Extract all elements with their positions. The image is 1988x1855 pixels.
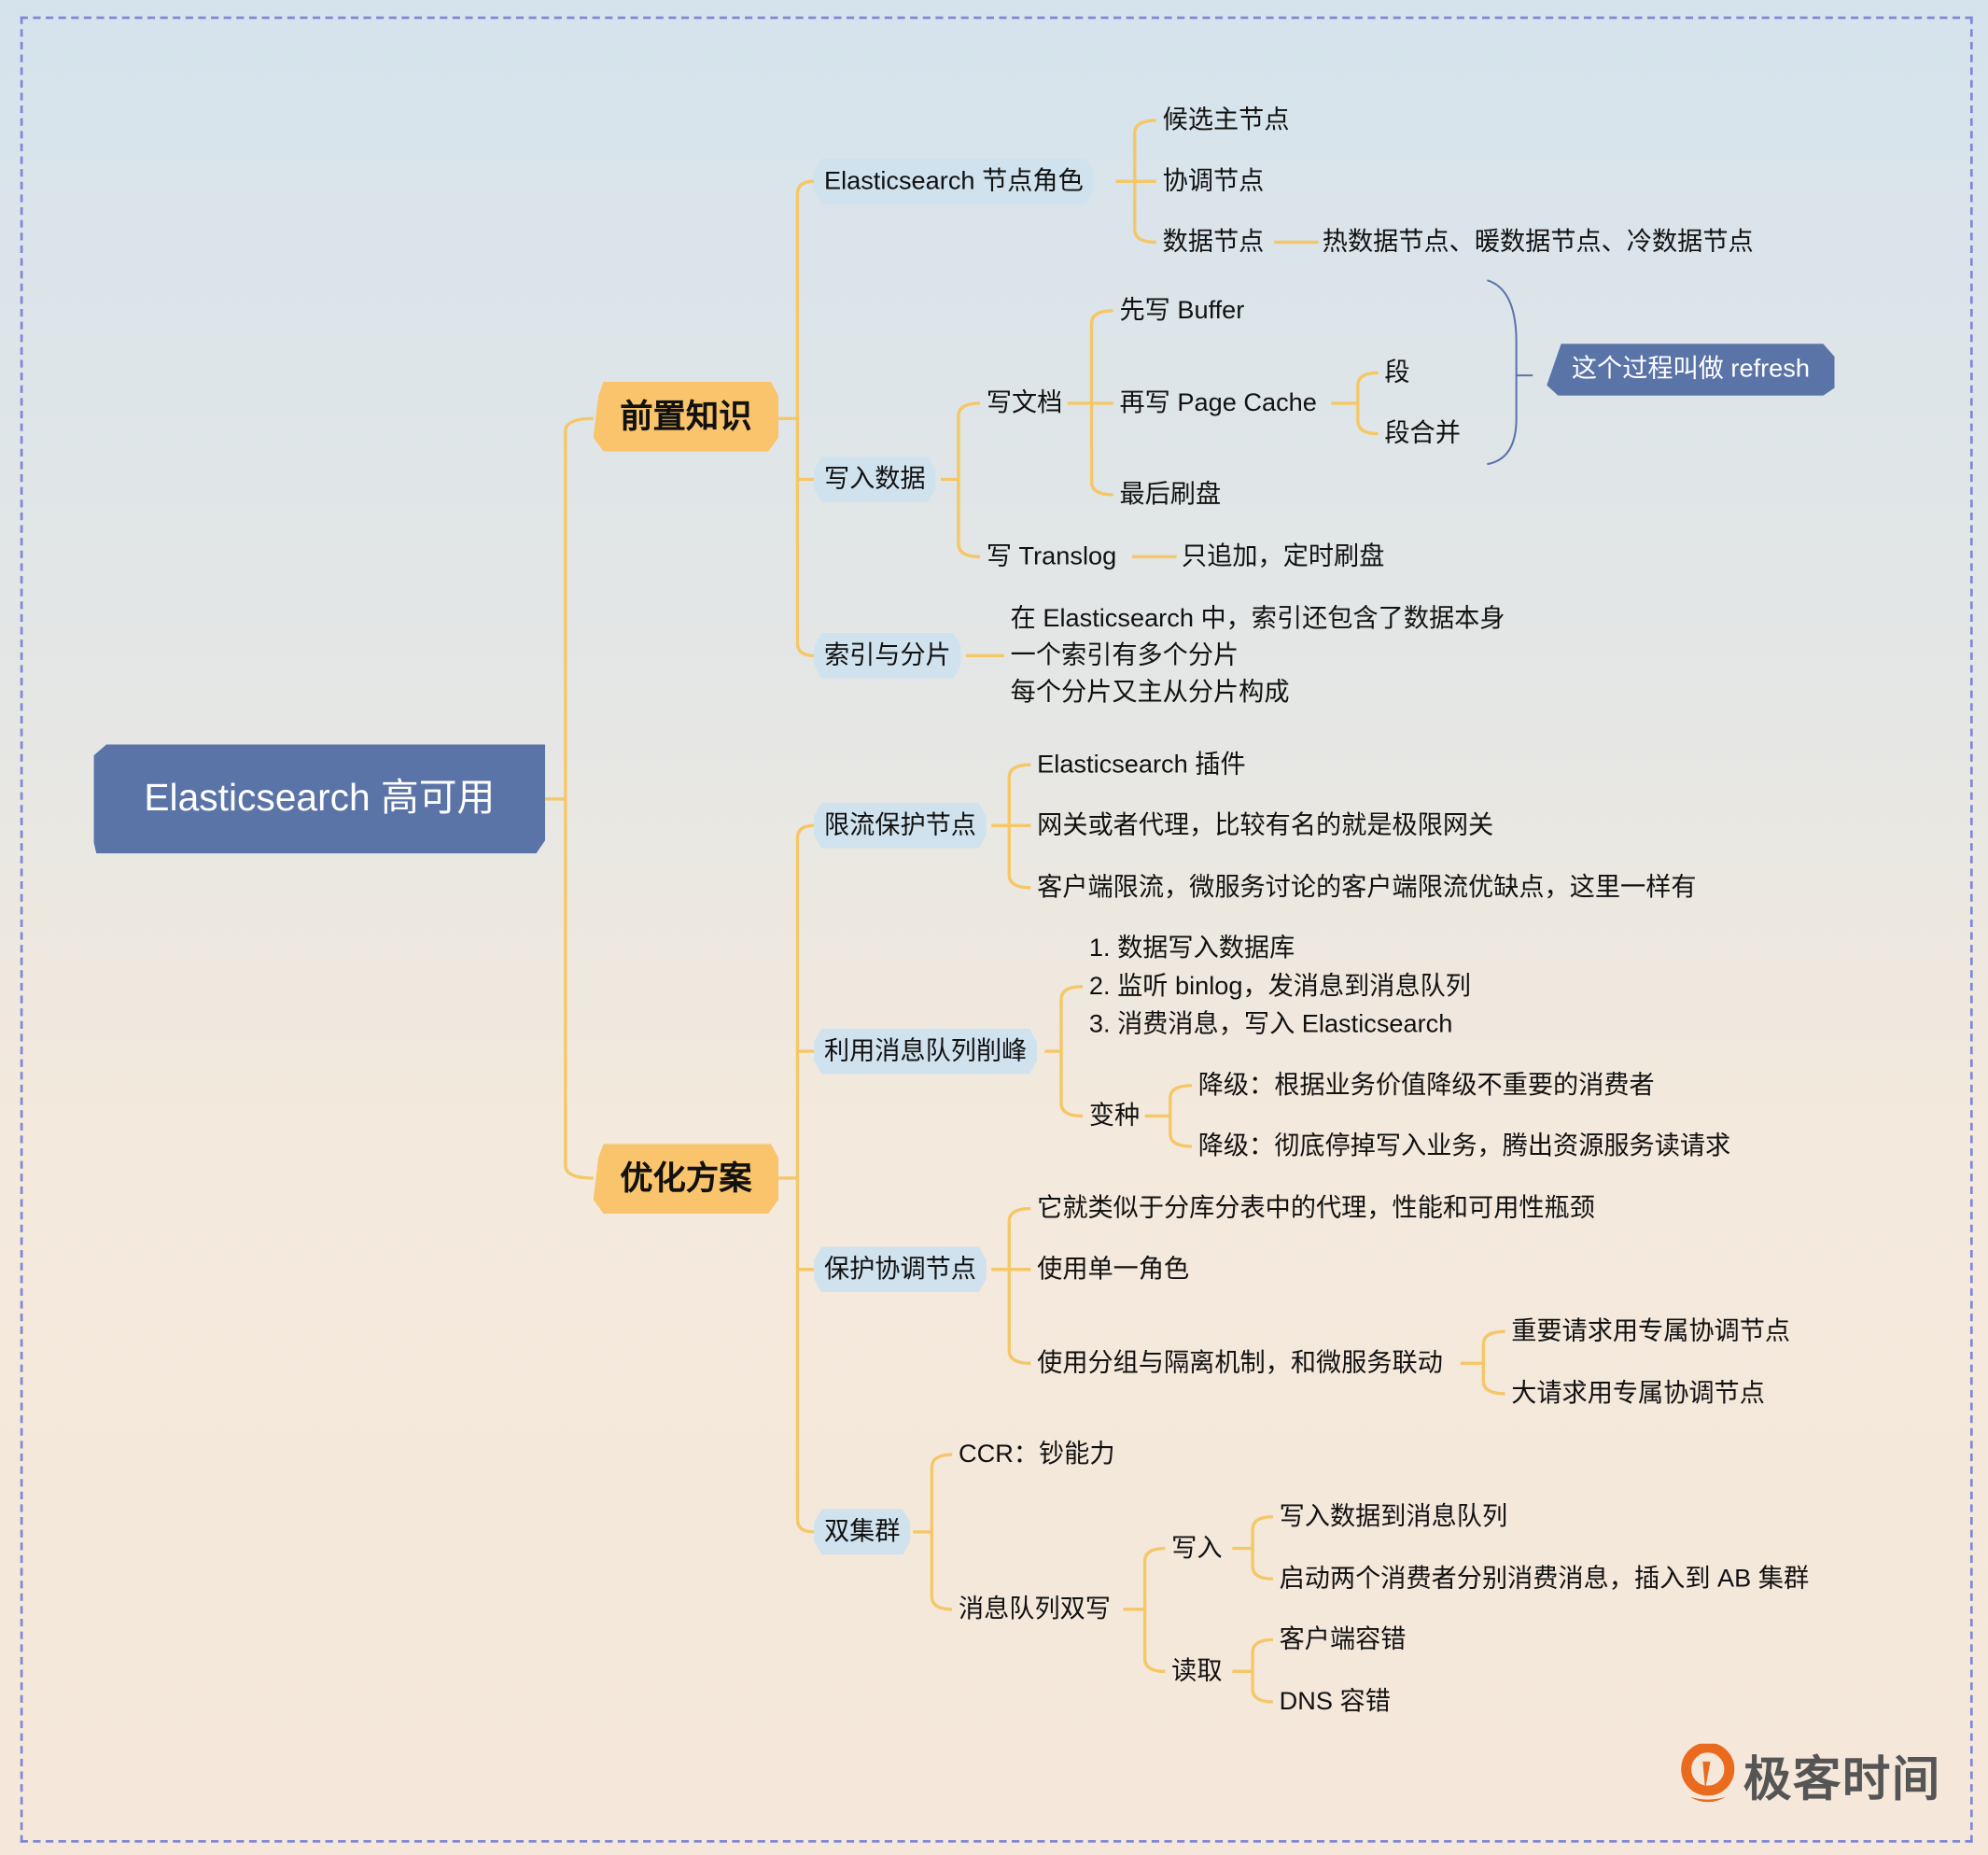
- connector-line: [1059, 985, 1084, 1000]
- node-w[interactable]: 写入: [1171, 1534, 1223, 1563]
- node-tla[interactable]: 只追加，定时刷盘: [1182, 542, 1385, 571]
- node-d3[interactable]: 最后刷盘: [1119, 480, 1222, 509]
- connector-line: [1481, 1329, 1505, 1345]
- connector-line: [1251, 1637, 1273, 1653]
- node-opt[interactable]: 优化方案: [594, 1144, 778, 1214]
- node-r1[interactable]: 候选主节点: [1162, 106, 1290, 134]
- connector-line: [1251, 1514, 1273, 1530]
- node-c3[interactable]: 使用分组与隔离机制，和微服务联动: [1037, 1349, 1443, 1378]
- node-rd2[interactable]: DNS 容错: [1279, 1688, 1391, 1716]
- node-i1[interactable]: 在 Elasticsearch 中，索引还包含了数据本身: [1010, 604, 1505, 633]
- node-m1[interactable]: 1. 数据写入数据库: [1088, 935, 1295, 963]
- connector-line: [795, 642, 815, 657]
- node-mqw[interactable]: 消息队列双写: [958, 1595, 1111, 1623]
- connector-line: [1169, 1084, 1192, 1099]
- node-doc[interactable]: 写文档: [986, 389, 1063, 417]
- connector-line: [1007, 875, 1031, 890]
- connector-line: [795, 823, 815, 839]
- connector-line: [1251, 1689, 1273, 1704]
- connector-line: [1169, 1133, 1192, 1148]
- node-rd1[interactable]: 客户端容错: [1279, 1625, 1407, 1654]
- connector-line: [1007, 1206, 1031, 1222]
- connector-line: [1089, 309, 1113, 324]
- node-coord[interactable]: 保护协调节点: [814, 1246, 987, 1292]
- node-l3[interactable]: 客户端限流，微服务讨论的客户端限流优缺点，这里一样有: [1037, 873, 1697, 902]
- node-c3b[interactable]: 大请求用专属协调节点: [1511, 1379, 1765, 1408]
- node-rd[interactable]: 读取: [1171, 1657, 1223, 1686]
- connector-line: [1356, 371, 1379, 386]
- connector-line: [930, 1596, 953, 1611]
- node-r3[interactable]: 数据节点: [1162, 228, 1265, 257]
- node-d2[interactable]: 再写 Page Cache: [1119, 389, 1317, 417]
- node-i2[interactable]: 一个索引有多个分片: [1010, 641, 1239, 670]
- connector-line: [1133, 229, 1156, 245]
- connector-line: [957, 401, 981, 416]
- node-c1[interactable]: 它就类似于分库分表中的代理，性能和可用性瓶颈: [1037, 1194, 1595, 1223]
- connector-line: [1481, 1381, 1505, 1396]
- connector-line: [1487, 279, 1533, 466]
- node-var[interactable]: 变种: [1088, 1102, 1141, 1131]
- node-v2[interactable]: 降级：彻底停掉写入业务，腾出资源服务读请求: [1197, 1132, 1731, 1160]
- root-node[interactable]: Elasticsearch 高可用: [93, 744, 546, 854]
- connector-line: [795, 179, 815, 194]
- connector-line: [1133, 119, 1156, 134]
- logo-text: 极客时间: [1743, 1753, 1941, 1807]
- node-idx[interactable]: 索引与分片: [814, 633, 961, 679]
- node-mq[interactable]: 利用消息队列削峰: [814, 1029, 1037, 1075]
- node-dual[interactable]: 双集群: [814, 1509, 910, 1554]
- refresh-note[interactable]: 这个过程叫做 refresh: [1547, 344, 1835, 396]
- node-v1[interactable]: 降级：根据业务价值降级不重要的消费者: [1197, 1071, 1655, 1100]
- connector-line: [1059, 1103, 1084, 1118]
- node-d2a[interactable]: 段: [1384, 358, 1410, 387]
- node-m3[interactable]: 3. 消费消息，写入 Elasticsearch: [1088, 1010, 1453, 1039]
- node-i3[interactable]: 每个分片又主从分片构成: [1010, 678, 1290, 707]
- connector-line: [930, 1453, 953, 1468]
- connector-line: [564, 1165, 594, 1180]
- node-lim[interactable]: 限流保护节点: [814, 803, 987, 849]
- geektime-logo: 极客时间: [1680, 1740, 1941, 1810]
- node-pre[interactable]: 前置知识: [594, 382, 778, 452]
- connector-line: [1142, 1546, 1166, 1562]
- node-w1[interactable]: 写入数据到消息队列: [1279, 1502, 1508, 1531]
- node-r2[interactable]: 协调节点: [1162, 167, 1265, 196]
- geektime-logo-icon: [1681, 1743, 1735, 1802]
- connector-line: [1007, 1350, 1031, 1365]
- connector-line: [1356, 420, 1379, 436]
- connector-line: [795, 1519, 815, 1534]
- connector-line: [564, 416, 594, 432]
- node-l1[interactable]: Elasticsearch 插件: [1037, 751, 1246, 780]
- node-roles[interactable]: Elasticsearch 节点角色: [814, 159, 1094, 204]
- node-tl[interactable]: 写 Translog: [986, 542, 1117, 571]
- connector-line: [957, 543, 981, 559]
- dashed-border: [20, 16, 1973, 1843]
- node-d1[interactable]: 先写 Buffer: [1119, 296, 1245, 325]
- node-d2b[interactable]: 段合并: [1384, 419, 1461, 448]
- node-w2[interactable]: 启动两个消费者分别消费消息，插入到 AB 集群: [1279, 1565, 1810, 1594]
- node-m2[interactable]: 2. 监听 binlog，发消息到消息队列: [1088, 972, 1471, 1001]
- connector-line: [1251, 1566, 1273, 1581]
- node-c2[interactable]: 使用单一角色: [1037, 1255, 1190, 1284]
- connector-line: [1142, 1658, 1166, 1674]
- connector-line: [1089, 482, 1113, 497]
- node-r3a[interactable]: 热数据节点、暖数据节点、冷数据节点: [1322, 228, 1754, 257]
- node-write[interactable]: 写入数据: [814, 457, 935, 502]
- node-l2[interactable]: 网关或者代理，比较有名的就是极限网关: [1037, 811, 1494, 840]
- node-c3a[interactable]: 重要请求用专属协调节点: [1511, 1317, 1791, 1346]
- node-ccr[interactable]: CCR：钞能力: [958, 1440, 1115, 1469]
- connector-line: [1007, 763, 1031, 778]
